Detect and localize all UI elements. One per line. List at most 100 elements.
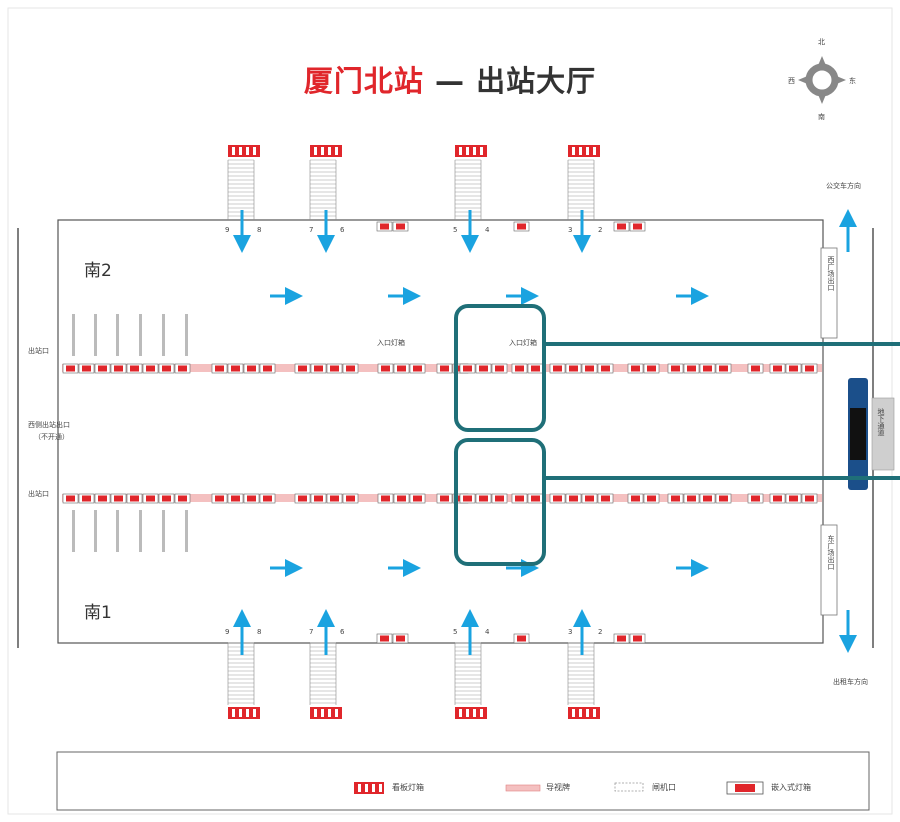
board-caption-mark — [185, 314, 188, 356]
entrance-ad-label-upper: 入口灯箱 — [509, 339, 537, 347]
embedded-lightbox-face — [397, 495, 406, 502]
embedded-lightbox-face — [751, 365, 760, 372]
west-square-exit-label: 西广场出口 — [827, 256, 835, 291]
legend-box — [56, 751, 870, 811]
embedded-lightbox-face — [231, 365, 240, 372]
embedded-lightbox-face — [703, 495, 712, 502]
signboard-slot — [579, 147, 582, 155]
gate-number: 7 — [309, 226, 314, 234]
embedded-lightbox-face — [397, 365, 406, 372]
gate-number: 2 — [598, 226, 603, 234]
signboard-lightbox — [228, 707, 260, 719]
embedded-lightbox-face — [531, 495, 540, 502]
signboard-slot — [473, 709, 476, 717]
embedded-lightbox-face — [617, 223, 626, 230]
signboard-slot — [321, 709, 324, 717]
signboard-slot — [239, 709, 242, 717]
embedded-lightbox-face — [805, 495, 814, 502]
embedded-lightbox-face — [517, 223, 526, 230]
embedded-lightbox-face — [146, 495, 155, 502]
board-caption-mark — [94, 314, 97, 356]
signboard-slot — [586, 709, 589, 717]
embedded-lightbox-face — [98, 365, 107, 372]
embedded-lightbox-face — [298, 365, 307, 372]
embedded-lightbox-face — [114, 495, 123, 502]
embedded-lightbox-face — [463, 495, 472, 502]
embedded-lightbox-face — [517, 635, 526, 642]
gate-number: 8 — [257, 226, 262, 234]
signboard-slot — [246, 709, 249, 717]
gate-number: 8 — [257, 628, 262, 636]
embedded-lightbox-face — [162, 365, 171, 372]
side-exit-lower: 出站口 — [28, 490, 49, 498]
embedded-lightbox-face — [215, 365, 224, 372]
embedded-lightbox-face — [130, 495, 139, 502]
embedded-lightbox-face — [440, 365, 449, 372]
embedded-lightbox-face — [687, 365, 696, 372]
signboard-lightbox — [455, 707, 487, 719]
gate-number: 3 — [568, 628, 573, 636]
legend-label-sign: 导视牌 — [546, 783, 570, 792]
embedded-lightbox-face — [314, 365, 323, 372]
signboard-slot — [480, 709, 483, 717]
embedded-lightbox-face — [531, 365, 540, 372]
signboard-slot — [572, 147, 575, 155]
signboard-slot — [586, 147, 589, 155]
east-column-lower — [820, 524, 838, 616]
embedded-lightbox-face — [631, 495, 640, 502]
embedded-lightbox-face — [114, 365, 123, 372]
signboard-slot — [232, 709, 235, 717]
signboard-slot — [593, 147, 596, 155]
entrance-ad-label-mid: 入口灯箱 — [377, 339, 405, 347]
east-square-exit-label: 东广场出口 — [827, 535, 835, 570]
embedded-lightbox-face — [330, 365, 339, 372]
embedded-lightbox-face — [751, 495, 760, 502]
legend-symbol-gate — [614, 782, 644, 792]
embedded-lightbox-face — [773, 365, 782, 372]
gate-number: 6 — [340, 226, 345, 234]
passage-gate — [871, 397, 895, 471]
embedded-lightbox-face — [719, 365, 728, 372]
signboard-slot — [335, 709, 338, 717]
embedded-lightbox-face — [671, 365, 680, 372]
embedded-lightbox-face — [601, 365, 610, 372]
embedded-lightbox-face — [396, 223, 405, 230]
embedded-lightbox-face — [247, 495, 256, 502]
ad-boards — [62, 221, 818, 644]
signboard-slot — [328, 147, 331, 155]
passage-inner — [850, 408, 866, 460]
legend-label-embedded: 嵌入式灯箱 — [771, 783, 811, 792]
hall-label-lower: 南1 — [84, 603, 112, 623]
embedded-lightbox-face — [633, 223, 642, 230]
embedded-lightbox-face — [346, 365, 355, 372]
embedded-lightbox-face — [247, 365, 256, 372]
embedded-lightbox-face — [263, 365, 272, 372]
signboard-slot — [314, 709, 317, 717]
title-hall: 出站大厅 — [476, 64, 597, 98]
gate-number: 4 — [485, 628, 490, 636]
embedded-lightbox-face — [314, 495, 323, 502]
signboard-slot — [321, 147, 324, 155]
embedded-lightbox-face — [553, 365, 562, 372]
underground-passage-label: 地下通道 — [877, 408, 885, 436]
bus-direction-label: 公交车方向 — [826, 182, 861, 190]
embedded-lightbox-face — [298, 495, 307, 502]
signboard-slot — [593, 709, 596, 717]
embedded-lightbox-face — [633, 635, 642, 642]
embedded-lightbox-face — [789, 495, 798, 502]
gate-number: 5 — [453, 628, 458, 636]
board-caption-mark — [139, 314, 142, 356]
flow-arrows — [233, 209, 857, 655]
signboard-lightbox — [568, 707, 600, 719]
legend-label-gate: 闸机口 — [652, 783, 676, 792]
title-dash: — — [435, 64, 465, 98]
board-caption-mark — [94, 510, 97, 552]
gate-number: 3 — [568, 226, 573, 234]
embedded-lightbox-face — [719, 495, 728, 502]
gate-number: 6 — [340, 628, 345, 636]
embedded-lightbox-face — [178, 495, 187, 502]
embedded-lightbox-face — [479, 365, 488, 372]
embedded-lightbox-face — [396, 635, 405, 642]
gate-number: 9 — [225, 628, 230, 636]
gate-number: 5 — [453, 226, 458, 234]
